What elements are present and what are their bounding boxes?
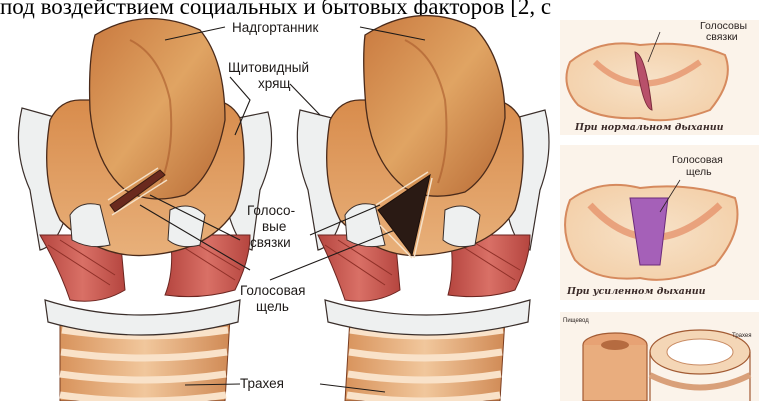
- panel-middle-label-1: Голосовая: [672, 155, 723, 166]
- label-thyroid-cartilage-2: хрящ: [258, 76, 291, 91]
- right-larynx: [297, 16, 549, 401]
- side-panel-middle: [560, 145, 759, 300]
- left-larynx: [18, 19, 271, 401]
- label-glottis-1: Голосовая: [240, 283, 305, 298]
- panel-middle-caption: При усиленном дыхании: [567, 286, 706, 297]
- panel-top-caption: При нормальном дыхании: [575, 122, 724, 133]
- label-vocal-cords-1: Голосо-: [247, 203, 295, 218]
- panel-bottom-label-right: Трахея: [732, 333, 752, 339]
- label-trachea: Трахея: [240, 376, 284, 391]
- label-vocal-cords-3: связки: [250, 235, 291, 250]
- panel-bottom-label-left: Пищевод: [563, 318, 589, 324]
- label-glottis-2: щель: [256, 299, 289, 314]
- panel-middle-label-2: щель: [686, 167, 712, 178]
- label-epiglottis: Надгортанник: [232, 20, 318, 35]
- side-panel-bottom: [560, 312, 759, 401]
- label-thyroid-cartilage-1: Щитовидный: [228, 60, 309, 75]
- panel-top-label-2: связки: [706, 32, 738, 43]
- label-vocal-cords-2: вые: [262, 219, 286, 234]
